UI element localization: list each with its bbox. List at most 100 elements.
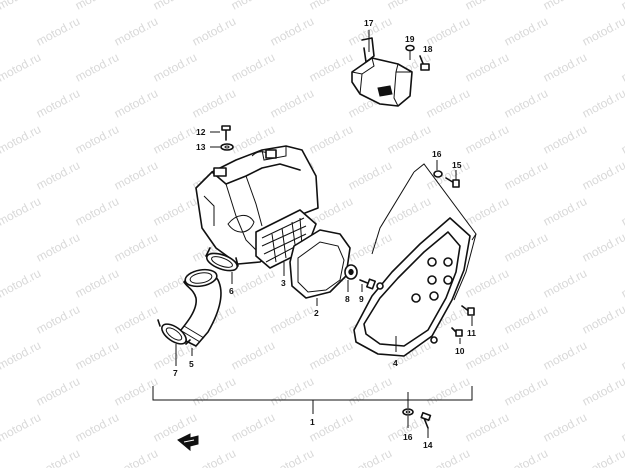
watermark-text: motod.ru: [34, 86, 82, 121]
watermark-text: motod.ru: [151, 50, 199, 85]
watermark-text: motod.ru: [151, 0, 199, 13]
part-18-screw: [419, 55, 430, 71]
front-arrow-icon: [177, 433, 199, 452]
watermark-text: motod.ru: [34, 230, 82, 265]
watermark-text: motod.ru: [190, 446, 238, 468]
watermark-text: motod.ru: [580, 230, 625, 265]
watermark-text: motod.ru: [229, 338, 277, 373]
callout-18: 18: [423, 44, 433, 54]
watermark-text: motod.ru: [424, 374, 472, 409]
housing-plate-outline: [371, 163, 477, 301]
watermark-text: motod.ru: [619, 338, 625, 373]
watermark-text: motod.ru: [619, 122, 625, 157]
part-3-filter-element: [255, 209, 317, 276]
watermark-text: motod.ru: [346, 374, 394, 409]
callout-14: 14: [423, 440, 433, 450]
watermark-text: motod.ru: [619, 0, 625, 13]
watermark-text: motod.ru: [112, 230, 160, 265]
part-6-clamp: [205, 247, 239, 284]
callout-4: 4: [393, 358, 398, 368]
watermark-text: motod.ru: [73, 266, 121, 301]
watermark-text: motod.ru: [307, 410, 355, 445]
watermark-text: motod.ru: [619, 194, 625, 229]
callout-1: 1: [310, 417, 315, 427]
watermark-text: motod.ru: [0, 338, 43, 373]
watermark-text: motod.ru: [580, 14, 625, 49]
watermark-text: motod.ru: [541, 0, 589, 13]
watermark-text: motod.ru: [34, 14, 82, 49]
part-16-washer-upper: [433, 160, 443, 178]
watermark-text: motod.ru: [463, 122, 511, 157]
watermark-text: motod.ru: [385, 0, 433, 13]
part-15-screw: [445, 170, 460, 188]
watermark-text: motod.ru: [502, 86, 550, 121]
watermark-text: motod.ru: [580, 86, 625, 121]
watermark-text: motod.ru: [73, 0, 121, 13]
part-16-washer-lower: [402, 408, 414, 428]
callout-11: 11: [467, 328, 476, 338]
part-10-screw: [451, 327, 463, 344]
watermark-text: motod.ru: [0, 50, 43, 85]
watermark-text: motod.ru: [73, 122, 121, 157]
callout-5: 5: [189, 359, 194, 369]
assembly-bracket: [152, 386, 473, 414]
watermark-text: motod.ru: [268, 302, 316, 337]
part-17-intake-silencer: [351, 30, 413, 107]
watermark-text: motod.ru: [0, 0, 43, 13]
watermark-text: motod.ru: [34, 446, 82, 468]
watermark-text: motod.ru: [463, 338, 511, 373]
watermark-text: motod.ru: [307, 338, 355, 373]
watermark-text: motod.ru: [34, 158, 82, 193]
watermark-text: motod.ru: [541, 410, 589, 445]
callout-17: 17: [364, 18, 374, 28]
part-19-washer: [405, 44, 415, 60]
watermark-text: motod.ru: [424, 158, 472, 193]
callout-6: 6: [229, 286, 234, 296]
watermark-text: motod.ru: [34, 374, 82, 409]
watermark-text: motod.ru: [268, 374, 316, 409]
watermark-text: motod.ru: [268, 14, 316, 49]
callout-13: 13: [196, 142, 206, 152]
watermark-text: motod.ru: [0, 194, 43, 229]
watermark-text: motod.ru: [346, 158, 394, 193]
part-7-clamp: [157, 319, 191, 366]
watermark-text: motod.ru: [463, 410, 511, 445]
watermark-text: motod.ru: [73, 410, 121, 445]
watermark-text: motod.ru: [463, 266, 511, 301]
part-14-screw: [420, 411, 432, 438]
callout-10: 10: [455, 346, 465, 356]
watermark-text: motod.ru: [424, 86, 472, 121]
watermark-text: motod.ru: [112, 158, 160, 193]
watermark-text: motod.ru: [541, 266, 589, 301]
watermark-text: motod.ru: [541, 194, 589, 229]
watermark-text: motod.ru: [346, 230, 394, 265]
watermark-text: motod.ru: [541, 338, 589, 373]
callout-2: 2: [314, 308, 319, 318]
watermark-text: motod.ru: [502, 14, 550, 49]
callout-19: 19: [405, 34, 415, 44]
watermark-text: motod.ru: [463, 194, 511, 229]
watermark-text: motod.ru: [151, 194, 199, 229]
watermark-text: motod.ru: [619, 410, 625, 445]
watermark-text: motod.ru: [502, 446, 550, 468]
watermark-text: motod.ru: [0, 122, 43, 157]
watermark-text: motod.ru: [307, 122, 355, 157]
watermark-text: motod.ru: [463, 50, 511, 85]
watermark-text: motod.ru: [385, 194, 433, 229]
watermark-text: motod.ru: [502, 302, 550, 337]
watermark-text: motod.ru: [229, 0, 277, 13]
callout-15: 15: [452, 160, 462, 170]
watermark-text: motod.ru: [0, 266, 43, 301]
watermark-text: motod.ru: [112, 446, 160, 468]
part-5-intake-duct: [175, 268, 222, 356]
watermark-text: motod.ru: [307, 50, 355, 85]
callout-9: 9: [359, 294, 364, 304]
watermark-text: motod.ru: [502, 158, 550, 193]
part-4-housing-cover: [353, 217, 471, 357]
callout-3: 3: [281, 278, 286, 288]
callout-16-upper: 16: [432, 149, 442, 159]
callout-12: 12: [196, 127, 206, 137]
part-12-screw: [210, 125, 231, 141]
